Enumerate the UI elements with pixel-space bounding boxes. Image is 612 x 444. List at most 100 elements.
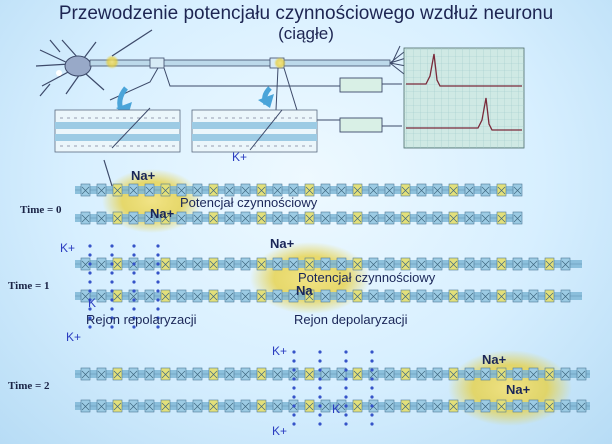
- ion-channel: [96, 289, 107, 303]
- ion-channel: [384, 257, 395, 271]
- oscilloscope: [403, 47, 525, 149]
- ion-channel: [512, 211, 523, 225]
- ion-channel: [432, 183, 443, 197]
- ion-channel: [160, 399, 171, 413]
- ion-channel: [512, 399, 523, 413]
- ion-channel: [192, 399, 203, 413]
- na-plus-t2-inside: Na+: [506, 382, 531, 397]
- ion-channel: [112, 257, 123, 271]
- ion-channel: [336, 211, 347, 225]
- ion-channel: [112, 289, 123, 303]
- ion-channel: [240, 289, 251, 303]
- ion-channel: [224, 183, 235, 197]
- ion-channel: [416, 211, 427, 225]
- ion-channel: [128, 183, 139, 197]
- ion-channel: [256, 257, 267, 271]
- ion-channel: [496, 399, 507, 413]
- ion-channel: [448, 367, 459, 381]
- ion-channel: [496, 289, 507, 303]
- ion-channel: [192, 289, 203, 303]
- ion-channel: [176, 183, 187, 197]
- ion-channel: [256, 399, 267, 413]
- ion-channel: [160, 367, 171, 381]
- ion-channel: [576, 367, 587, 381]
- ion-channel: [464, 183, 475, 197]
- ion-channel: [544, 399, 555, 413]
- ion-channel: [384, 399, 395, 413]
- ion-channel: [224, 367, 235, 381]
- ion-channel: [368, 257, 379, 271]
- ion-channel: [384, 183, 395, 197]
- ion-channel: [464, 257, 475, 271]
- ion-channel: [304, 183, 315, 197]
- ion-channel: [208, 399, 219, 413]
- ion-channel: [528, 399, 539, 413]
- ion-channel: [176, 367, 187, 381]
- ion-channel: [240, 257, 251, 271]
- ion-channel: [224, 257, 235, 271]
- ion-channel: [144, 183, 155, 197]
- ion-channel: [272, 367, 283, 381]
- ion-channel: [480, 399, 491, 413]
- potassium-ion-column: [318, 350, 322, 426]
- time-1-label: Time = 1: [8, 280, 50, 292]
- ion-channel: [480, 211, 491, 225]
- ion-channel: [208, 183, 219, 197]
- ion-channel: [304, 211, 315, 225]
- ion-channel: [560, 257, 571, 271]
- ion-channel: [400, 399, 411, 413]
- ion-channel: [480, 289, 491, 303]
- ion-channel: [480, 183, 491, 197]
- ion-channel: [400, 211, 411, 225]
- ion-channel: [304, 367, 315, 381]
- ion-channel: [144, 289, 155, 303]
- ion-channel: [304, 257, 315, 271]
- title-line-1: Przewodzenie potencjału czynnościowego w…: [58, 3, 554, 24]
- depolarization-label: Rejon depolaryzacji: [294, 312, 408, 327]
- ion-channel: [560, 399, 571, 413]
- ion-channel: [256, 289, 267, 303]
- ion-channel: [352, 399, 363, 413]
- ion-channel: [288, 289, 299, 303]
- ion-channel: [112, 367, 123, 381]
- ion-channel: [272, 183, 283, 197]
- ion-channel: [240, 183, 251, 197]
- ion-channel: [432, 211, 443, 225]
- ion-channel: [336, 257, 347, 271]
- ion-channel: [496, 211, 507, 225]
- ion-channel: [336, 367, 347, 381]
- ion-channel: [528, 367, 539, 381]
- ion-channel: [208, 289, 219, 303]
- ion-channel: [528, 257, 539, 271]
- ion-channel: [144, 367, 155, 381]
- ion-channel: [160, 257, 171, 271]
- ion-channel: [112, 399, 123, 413]
- ion-channel: [496, 183, 507, 197]
- ion-channel: [336, 183, 347, 197]
- ion-channel: [464, 399, 475, 413]
- ion-channel: [368, 183, 379, 197]
- membrane-insets: [54, 86, 318, 153]
- ion-channel: [448, 183, 459, 197]
- ion-channel: [464, 289, 475, 303]
- ion-channel: [448, 289, 459, 303]
- recording-wires: [109, 67, 402, 133]
- ion-channel: [80, 183, 91, 197]
- ion-channel: [304, 289, 315, 303]
- potassium-ion-column: [370, 350, 374, 426]
- ion-channel: [144, 257, 155, 271]
- k-plus-t2-bottom: K+: [272, 424, 288, 438]
- ion-channel: [448, 257, 459, 271]
- potassium-ion-column: [156, 244, 160, 329]
- ion-channel: [352, 289, 363, 303]
- ion-channel: [544, 289, 555, 303]
- ion-channel: [272, 289, 283, 303]
- ion-channel: [96, 399, 107, 413]
- ion-channel: [544, 367, 555, 381]
- ion-channel: [384, 367, 395, 381]
- ion-channel: [384, 211, 395, 225]
- ion-channel: [416, 399, 427, 413]
- title-line-2: (ciągłe): [278, 24, 334, 43]
- ion-channel: [320, 183, 331, 197]
- ion-channel: [176, 211, 187, 225]
